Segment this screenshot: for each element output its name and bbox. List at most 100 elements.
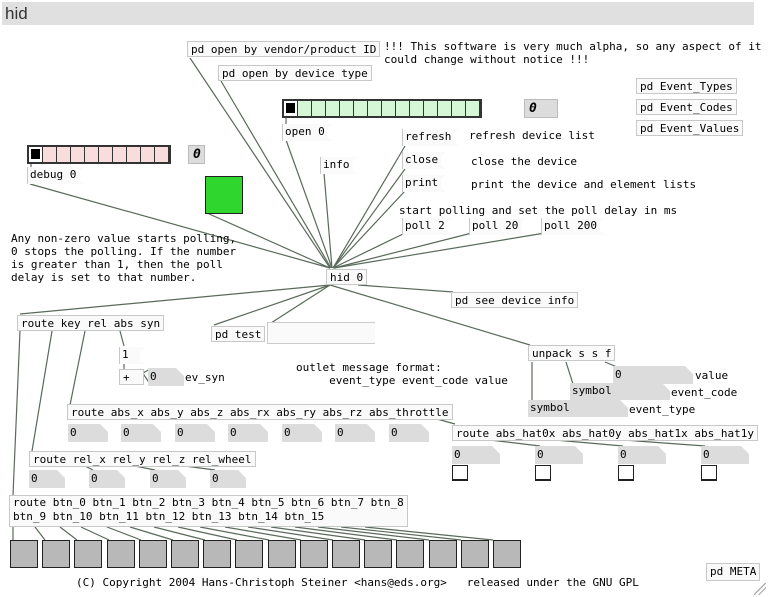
- open-by-vendor-subpatch[interactable]: pd open by vendor/product ID: [187, 41, 381, 57]
- radio-cell[interactable]: [382, 101, 396, 116]
- event-code-symbol[interactable]: symbol: [570, 383, 670, 400]
- radio-cell[interactable]: [312, 101, 326, 116]
- radio-cell[interactable]: [127, 147, 141, 162]
- radio-cell[interactable]: [438, 101, 452, 116]
- print-message[interactable]: print: [402, 175, 446, 192]
- window-titlebar: hid: [2, 2, 754, 25]
- abs-axis-number[interactable]: 0: [68, 424, 108, 442]
- event-codes-subpatch[interactable]: pd Event_Codes: [636, 99, 737, 115]
- rel-axis-number[interactable]: 0: [210, 470, 246, 488]
- radio-cell[interactable]: [99, 147, 113, 162]
- radio-cell[interactable]: [396, 101, 410, 116]
- route-abs[interactable]: route abs_x abs_y abs_z abs_rx abs_ry ab…: [67, 404, 453, 420]
- test-subpatch[interactable]: pd test: [211, 326, 266, 342]
- debug-message[interactable]: debug 0: [27, 167, 84, 184]
- radio-cell[interactable]: [29, 147, 43, 162]
- button-bang[interactable]: [267, 540, 296, 568]
- hid-object[interactable]: hid 0: [326, 269, 368, 285]
- polling-toggle[interactable]: [205, 176, 243, 214]
- open-device-radio[interactable]: [282, 99, 482, 118]
- hat-number[interactable]: 0: [452, 446, 500, 464]
- hat-toggle[interactable]: [452, 465, 468, 481]
- radio-cell[interactable]: [368, 101, 382, 116]
- hat-number[interactable]: 0: [535, 446, 583, 464]
- route-buttons[interactable]: route btn_0 btn_1 btn_2 btn_3 btn_4 btn_…: [9, 495, 408, 527]
- refresh-message[interactable]: refresh: [402, 129, 459, 146]
- route-hat[interactable]: route abs_hat0x abs_hat0y abs_hat1x abs_…: [452, 425, 759, 441]
- button-bang[interactable]: [203, 540, 232, 568]
- button-bang[interactable]: [42, 540, 71, 568]
- button-bang[interactable]: [106, 540, 135, 568]
- rel-axis-number[interactable]: 0: [150, 470, 186, 488]
- radio-cell[interactable]: [326, 101, 340, 116]
- button-bang[interactable]: [74, 540, 103, 568]
- abs-axis-number[interactable]: 0: [121, 424, 161, 442]
- abs-axis-number[interactable]: 0: [175, 424, 215, 442]
- radio-cell[interactable]: [340, 101, 354, 116]
- radio-cell[interactable]: [354, 101, 368, 116]
- event-type-symbol[interactable]: symbol: [528, 400, 628, 417]
- print-description: print the device and element lists: [471, 178, 697, 191]
- radio-cell[interactable]: [452, 101, 466, 116]
- see-device-info-subpatch[interactable]: pd see device info: [451, 292, 579, 308]
- value-number[interactable]: 0: [613, 366, 693, 384]
- poll-200-message[interactable]: poll 200: [541, 218, 605, 235]
- button-bang[interactable]: [460, 540, 489, 568]
- abs-axis-number[interactable]: 0: [282, 424, 322, 442]
- radio-cell[interactable]: [71, 147, 85, 162]
- radio-cell[interactable]: [284, 101, 298, 116]
- abs-axis-number[interactable]: 0: [228, 424, 268, 442]
- rel-axis-number[interactable]: 0: [89, 470, 125, 488]
- meta-subpatch[interactable]: pd META: [706, 563, 761, 581]
- button-bang[interactable]: [364, 540, 393, 568]
- unpack-object[interactable]: unpack s s f: [528, 345, 616, 361]
- event-types-subpatch[interactable]: pd Event_Types: [636, 78, 737, 94]
- radio-cell[interactable]: [298, 101, 312, 116]
- button-bang[interactable]: [428, 540, 457, 568]
- radio-cell[interactable]: [43, 147, 57, 162]
- poll-20-message[interactable]: poll 20: [469, 218, 526, 235]
- event-type-label: event_type: [629, 403, 696, 416]
- radio-cell[interactable]: [410, 101, 424, 116]
- one-message[interactable]: 1: [119, 347, 145, 364]
- info-message[interactable]: info: [320, 157, 358, 174]
- radio-cell[interactable]: [57, 147, 71, 162]
- plus-object[interactable]: +: [119, 369, 144, 385]
- close-message[interactable]: close: [402, 152, 446, 169]
- open-by-type-subpatch[interactable]: pd open by device type: [218, 65, 372, 81]
- radio-cell[interactable]: [141, 147, 155, 162]
- ev-syn-label: ev_syn: [185, 371, 225, 384]
- route-rel[interactable]: route rel_x rel_y rel_z rel_wheel: [29, 451, 256, 467]
- open-message[interactable]: open 0: [282, 124, 333, 141]
- radio-cell[interactable]: [466, 101, 480, 116]
- radio-cell[interactable]: [155, 147, 169, 162]
- radio-cell[interactable]: [85, 147, 99, 162]
- hat-toggle[interactable]: [618, 465, 634, 481]
- button-bang[interactable]: [396, 540, 425, 568]
- empty-message-box[interactable]: [267, 322, 375, 344]
- poll-2-message[interactable]: poll 2: [402, 218, 453, 235]
- button-bang[interactable]: [332, 540, 360, 568]
- resize-handle[interactable]: [754, 583, 766, 595]
- value-label: value: [695, 369, 729, 382]
- button-bang[interactable]: [235, 540, 264, 568]
- abs-axis-number[interactable]: 0: [335, 424, 375, 442]
- debug-radio[interactable]: [27, 145, 171, 164]
- route-main[interactable]: route key rel abs syn: [17, 315, 165, 331]
- button-bang[interactable]: [493, 540, 521, 568]
- event-code-label: event_code: [671, 386, 738, 399]
- hat-toggle[interactable]: [701, 465, 717, 481]
- button-bang[interactable]: [10, 540, 38, 568]
- button-bang[interactable]: [138, 540, 167, 568]
- hat-toggle[interactable]: [535, 465, 551, 481]
- abs-axis-number[interactable]: 0: [389, 424, 429, 442]
- event-values-subpatch[interactable]: pd Event_Values: [636, 120, 744, 136]
- button-bang[interactable]: [171, 540, 199, 568]
- radio-cell[interactable]: [113, 147, 127, 162]
- button-bang[interactable]: [299, 540, 328, 568]
- hat-number[interactable]: 0: [701, 446, 749, 464]
- rel-axis-number[interactable]: 0: [29, 470, 65, 488]
- hat-number[interactable]: 0: [618, 446, 666, 464]
- radio-cell[interactable]: [424, 101, 438, 116]
- ev-syn-number[interactable]: 0: [148, 368, 184, 386]
